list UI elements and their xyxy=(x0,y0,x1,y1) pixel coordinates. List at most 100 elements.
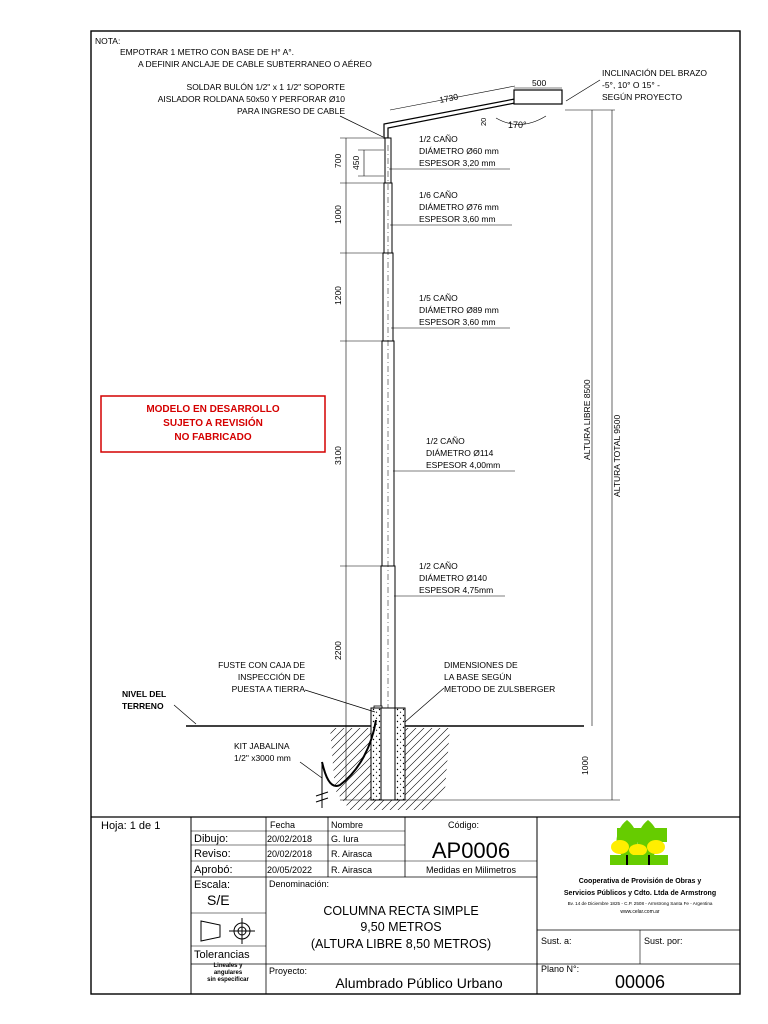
svg-text:INSPECCIÓN DE: INSPECCIÓN DE xyxy=(238,672,305,682)
svg-text:KIT JABALINA: KIT JABALINA xyxy=(234,741,290,751)
row-reviso-fecha: 20/02/2018 xyxy=(267,849,312,859)
coop-address: Bv. 14 de Diciembre 1825 - C.P. 2508 - A… xyxy=(568,901,713,906)
section-4: 1/2 CAÑO DIÁMETRO Ø114 ESPESOR 4,00mm xyxy=(393,436,515,472)
warning-line-2: SUJETO A REVISIÓN xyxy=(163,416,263,429)
plano-label: Plano N°: xyxy=(541,964,579,974)
dim-700: 700 xyxy=(333,154,343,168)
callout-incl-line-1: INCLINACIÓN DEL BRAZO xyxy=(602,68,707,78)
dim-arm-length: 1730 xyxy=(438,91,459,104)
svg-text:DIÁMETRO Ø114: DIÁMETRO Ø114 xyxy=(426,448,494,458)
notes-line-2: A DEFINIR ANCLAJE DE CABLE SUBTERRANEO O… xyxy=(138,59,372,69)
section-5: 1/2 CAÑO DIÁMETRO Ø140 ESPESOR 4,75mm xyxy=(394,561,505,597)
sheet-border xyxy=(90,30,741,995)
svg-text:1/2" x3000 mm: 1/2" x3000 mm xyxy=(234,753,291,763)
projection-symbol-icon xyxy=(200,918,255,944)
dim-1000-base: 1000 xyxy=(580,756,590,775)
callout-incl-line-3: SEGÚN PROYECTO xyxy=(602,92,683,102)
callout-jabalina: KIT JABALINA 1/2" x3000 mm xyxy=(234,741,323,779)
notes-title: NOTA: xyxy=(95,36,120,46)
svg-text:1/2 CAÑO: 1/2 CAÑO xyxy=(419,561,458,571)
title-block-grid xyxy=(91,816,740,994)
warning-box: MODELO EN DESARROLLO SUJETO A REVISIÓN N… xyxy=(100,395,326,453)
plano-number: 00006 xyxy=(615,972,665,992)
pole xyxy=(373,137,396,801)
callout-bulon: SOLDAR BULÓN 1/2" x 1 1/2" SOPORTE AISLA… xyxy=(158,82,384,138)
svg-text:1/5 CAÑO: 1/5 CAÑO xyxy=(419,293,458,303)
dim-arm-small: 20 xyxy=(479,118,488,126)
coop-web: www.celar.com.ar xyxy=(620,909,660,915)
dim-3100: 3100 xyxy=(333,446,343,465)
denominacion-line-3: (ALTURA LIBRE 8,50 METROS) xyxy=(311,937,491,951)
callout-base: DIMENSIONES DE LA BASE SEGÚN METODO DE Z… xyxy=(404,660,555,723)
svg-text:PUESTA A TIERRA: PUESTA A TIERRA xyxy=(232,684,306,694)
svg-text:FUSTE CON CAJA DE: FUSTE CON CAJA DE xyxy=(218,660,305,670)
left-dimensions xyxy=(340,137,384,801)
svg-text:ESPESOR 4,75mm: ESPESOR 4,75mm xyxy=(419,585,493,595)
right-dimensions xyxy=(400,109,620,801)
escala-value: S/E xyxy=(207,892,230,908)
svg-text:DIÁMETRO Ø89 mm: DIÁMETRO Ø89 mm xyxy=(419,305,499,315)
notes-line-1: EMPOTRAR 1 METRO CON BASE DE H° A°. xyxy=(120,47,294,57)
svg-text:TERRENO: TERRENO xyxy=(122,701,164,711)
proyecto-value: Alumbrado Público Urbano xyxy=(335,975,503,991)
header-nombre: Nombre xyxy=(331,820,363,830)
warning-line-3: NO FABRICADO xyxy=(174,432,251,443)
luminaire-arm: 500 1730 20 170° xyxy=(383,78,563,139)
row-aprobo-fecha: 20/05/2022 xyxy=(267,865,312,875)
leader-line xyxy=(565,79,601,102)
tolerancias-label: Tolerancias xyxy=(194,949,250,961)
denominacion-line-2: 9,50 METROS xyxy=(360,920,441,934)
svg-text:DIMENSIONES DE: DIMENSIONES DE xyxy=(444,660,518,670)
section-1: 1/2 CAÑO DIÁMETRO Ø60 mm ESPESOR 3,20 mm xyxy=(389,134,510,170)
escala-label: Escala: xyxy=(194,879,230,891)
row-aprobo-label: Aprobó: xyxy=(194,864,233,876)
foundation xyxy=(186,707,584,810)
svg-text:1/2 CAÑO: 1/2 CAÑO xyxy=(419,134,458,144)
header-codigo: Código: xyxy=(448,820,479,830)
header-fecha: Fecha xyxy=(270,820,295,830)
svg-text:DIÁMETRO Ø60 mm: DIÁMETRO Ø60 mm xyxy=(419,146,499,156)
title-block: Hoja: 1 de 1 Fecha Nombre Código: Dibujo… xyxy=(101,820,716,992)
callout-bulon-line-2: AISLADOR ROLDANA 50x50 Y PERFORAR Ø10 xyxy=(158,94,346,104)
dim-450: 450 xyxy=(351,156,361,170)
sust-a-label: Sust. a: xyxy=(541,936,572,946)
dim-altura-total: ALTURA TOTAL 9500 xyxy=(612,415,622,497)
callout-nivel: NIVEL DEL TERRENO xyxy=(122,689,197,725)
callout-incl-line-2: -5°, 10° O 15° - xyxy=(602,80,660,90)
sust-por-label: Sust. por: xyxy=(644,936,683,946)
units-note: Medidas en Milimetros xyxy=(426,865,517,875)
tol-sub-3: sin especificar xyxy=(207,977,249,983)
row-aprobo-nombre: R. Airasca xyxy=(331,865,372,875)
denominacion-label: Denominación: xyxy=(269,879,329,889)
svg-text:NIVEL DEL: NIVEL DEL xyxy=(122,689,166,699)
leader-line xyxy=(339,115,384,138)
callout-bulon-line-1: SOLDAR BULÓN 1/2" x 1 1/2" SOPORTE xyxy=(187,82,346,92)
callout-inclinacion: INCLINACIÓN DEL BRAZO -5°, 10° O 15° - S… xyxy=(565,68,707,102)
section-3: 1/5 CAÑO DIÁMETRO Ø89 mm ESPESOR 3,60 mm xyxy=(391,293,510,329)
notes-block: NOTA: EMPOTRAR 1 METRO CON BASE DE H° A°… xyxy=(95,36,372,69)
sheet-number: Hoja: 1 de 1 xyxy=(101,820,160,832)
callout-fuste: FUSTE CON CAJA DE INSPECCIÓN DE PUESTA A… xyxy=(218,660,376,713)
row-reviso-nombre: R. Airasca xyxy=(331,849,372,859)
coop-name-2: Servicios Públicos y Cdto. Ltda de Armst… xyxy=(564,890,716,897)
row-dibujo-label: Dibujo: xyxy=(194,833,228,845)
svg-text:1/6 CAÑO: 1/6 CAÑO xyxy=(419,190,458,200)
drawing-code: AP0006 xyxy=(432,838,510,863)
dim-angle: 170° xyxy=(508,120,527,130)
svg-text:METODO DE ZULSBERGER: METODO DE ZULSBERGER xyxy=(444,684,555,694)
dim-1200: 1200 xyxy=(333,286,343,305)
cooperative-logo-icon xyxy=(610,820,668,865)
tol-sub-1: Lineales y xyxy=(213,963,243,969)
row-reviso-label: Reviso: xyxy=(194,848,231,860)
section-2: 1/6 CAÑO DIÁMETRO Ø76 mm ESPESOR 3,60 mm xyxy=(390,190,512,226)
svg-text:LA BASE SEGÚN: LA BASE SEGÚN xyxy=(444,672,512,682)
warning-line-1: MODELO EN DESARROLLO xyxy=(146,404,280,415)
row-dibujo-fecha: 20/02/2018 xyxy=(267,834,312,844)
tol-sub-2: angulares xyxy=(214,970,243,976)
proyecto-label: Proyecto: xyxy=(269,966,307,976)
dim-2200: 2200 xyxy=(333,641,343,660)
svg-text:ESPESOR 3,60 mm: ESPESOR 3,60 mm xyxy=(419,317,496,327)
dim-lamp-width: 500 xyxy=(532,78,546,88)
svg-text:DIÁMETRO Ø76 mm: DIÁMETRO Ø76 mm xyxy=(419,202,499,212)
